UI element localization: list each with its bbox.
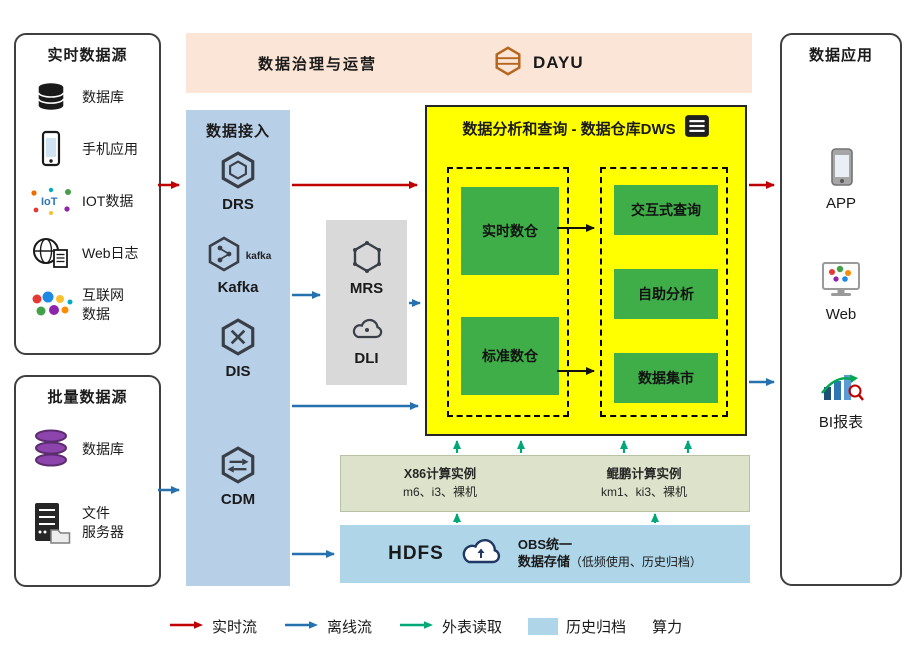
archive-swatch xyxy=(528,618,559,635)
x86-instances: X86计算实例 m6、i3、裸机 xyxy=(403,466,477,500)
service-dis: DIS xyxy=(186,317,290,380)
module-data-mart: 数据集市 xyxy=(614,353,718,403)
service-cdm: CDM xyxy=(186,445,290,508)
compute-instances-box: X86计算实例 m6、i3、裸机 鲲鹏计算实例 km1、ki3、裸机 xyxy=(340,455,750,512)
dws-icon xyxy=(684,114,710,142)
dayu-icon xyxy=(492,45,524,82)
source-label: 数据库 xyxy=(82,88,124,105)
source-label: 互联网数据 xyxy=(82,287,124,322)
app-item: Web xyxy=(782,260,900,323)
service-dli: DLI xyxy=(326,312,407,367)
panel-title: 实时数据源 xyxy=(47,47,128,64)
service-kafka: kafka Kafka xyxy=(186,235,290,296)
legend-archive: 历史归档 xyxy=(528,616,626,637)
list-item: 文件服务器 xyxy=(16,481,159,565)
drs-icon xyxy=(218,151,258,194)
middleware-box: MRS DLI xyxy=(326,220,407,385)
kafka-icon xyxy=(205,235,243,278)
list-item: 互联网数据 xyxy=(16,279,159,331)
legend-external: 外表读取 xyxy=(398,616,502,637)
list-item: 数据库 xyxy=(16,417,159,481)
service-mrs: MRS xyxy=(326,240,407,297)
storage-box: HDFS OBS统一 数据存储（低频使用、历史归档） xyxy=(340,525,750,583)
web-dashboard-icon xyxy=(818,262,864,302)
dayu-product: DAYU xyxy=(492,45,584,82)
data-ingestion-column: 数据接入 DRS kafka Kafka DIS xyxy=(186,110,290,586)
source-label: 手机应用 xyxy=(82,140,138,157)
web-log-icon xyxy=(26,236,76,270)
source-list: 数据库 手机应用 IoT IOT数据 Web日志 xyxy=(16,71,159,331)
list-item: Web日志 xyxy=(16,227,159,279)
svg-text:IoT: IoT xyxy=(41,196,58,208)
source-list: 数据库 文件服务器 xyxy=(16,417,159,565)
realtime-arrow-icon xyxy=(168,618,204,635)
obs-label: OBS统一 数据存储（低频使用、历史归档） xyxy=(517,537,702,569)
dli-icon xyxy=(349,318,385,348)
realtime-sources-panel: 实时数据源 数据库 手机应用 IoT IOT数据 xyxy=(14,33,161,355)
service-label: Kafka xyxy=(217,279,259,296)
app-item: BI报表 xyxy=(782,367,900,432)
ingestion-title: 数据接入 xyxy=(205,123,270,140)
offline-arrow-icon xyxy=(283,618,319,635)
x86-title: X86计算实例 xyxy=(403,467,477,482)
dws-title: 数据分析和查询 - 数据仓库DWS xyxy=(462,120,676,138)
cdm-icon xyxy=(218,446,258,489)
database-icon xyxy=(26,80,76,114)
module-standard-warehouse: 标准数仓 xyxy=(461,317,559,395)
source-label: IOT数据 xyxy=(82,192,134,209)
applications-panel: 数据应用 APP Web BI报表 xyxy=(780,33,902,586)
service-label: MRS xyxy=(349,280,384,297)
app-item: APP xyxy=(782,147,900,212)
panel-title: 数据应用 xyxy=(808,47,873,64)
internet-data-icon xyxy=(26,290,76,320)
service-label: DLI xyxy=(354,350,379,367)
app-label: Web xyxy=(825,306,857,323)
legend-realtime: 实时流 xyxy=(168,616,257,637)
app-label: APP xyxy=(825,195,856,212)
iot-icon: IoT xyxy=(26,186,76,216)
governance-title: 数据治理与运营 xyxy=(258,55,378,73)
service-label: CDM xyxy=(220,491,256,508)
bi-report-icon xyxy=(818,374,864,407)
source-label: 数据库 xyxy=(82,440,124,457)
legend: 实时流 离线流 外表读取 历史归档 算力 xyxy=(168,616,682,637)
source-label: Web日志 xyxy=(82,244,139,261)
module-interactive-query: 交互式查询 xyxy=(614,185,718,235)
obs-note: （低频使用、历史归档） xyxy=(569,555,702,569)
app-phone-icon xyxy=(826,148,856,191)
batch-sources-panel: 批量数据源 数据库 文件服务器 xyxy=(14,375,161,587)
legend-offline: 离线流 xyxy=(283,616,372,637)
module-self-analysis: 自助分析 xyxy=(614,269,718,319)
mobile-phone-icon xyxy=(26,130,76,168)
kafka-wordmark: kafka xyxy=(245,251,272,262)
dayu-label: DAYU xyxy=(533,53,584,72)
app-label: BI报表 xyxy=(818,414,864,431)
service-label: DRS xyxy=(222,196,254,213)
obs-cloud-icon xyxy=(458,536,504,573)
file-server-icon xyxy=(26,501,76,545)
legend-compute: 算力 xyxy=(652,619,683,636)
kunpeng-instances: 鲲鹏计算实例 km1、ki3、裸机 xyxy=(601,466,687,500)
x86-models: m6、i3、裸机 xyxy=(402,484,477,499)
service-label: DIS xyxy=(225,363,251,380)
panel-title: 批量数据源 xyxy=(47,389,128,406)
list-item: 数据库 xyxy=(16,71,159,123)
database-stack-icon xyxy=(26,428,76,470)
kunpeng-title: 鲲鹏计算实例 xyxy=(606,467,682,482)
list-item: IoT IOT数据 xyxy=(16,175,159,227)
source-label: 文件服务器 xyxy=(82,505,124,540)
external-arrow-icon xyxy=(398,618,434,635)
module-realtime-warehouse: 实时数仓 xyxy=(461,187,559,275)
service-drs: DRS xyxy=(186,150,290,213)
kunpeng-models: km1、ki3、裸机 xyxy=(600,484,687,499)
analysis-group: 交互式查询 自助分析 数据集市 xyxy=(600,167,728,417)
hdfs-label: HDFS xyxy=(388,543,444,564)
governance-banner: 数据治理与运营 DAYU xyxy=(186,33,752,93)
list-item: 手机应用 xyxy=(16,123,159,175)
dws-header: 数据分析和查询 - 数据仓库DWS xyxy=(427,114,745,142)
dis-icon xyxy=(218,318,258,361)
warehouse-group: 实时数仓 标准数仓 xyxy=(447,167,569,417)
mrs-icon xyxy=(350,241,384,278)
dws-warehouse-box: 数据分析和查询 - 数据仓库DWS 实时数仓 标准数仓 交互式查询 自助分析 数… xyxy=(425,105,747,436)
